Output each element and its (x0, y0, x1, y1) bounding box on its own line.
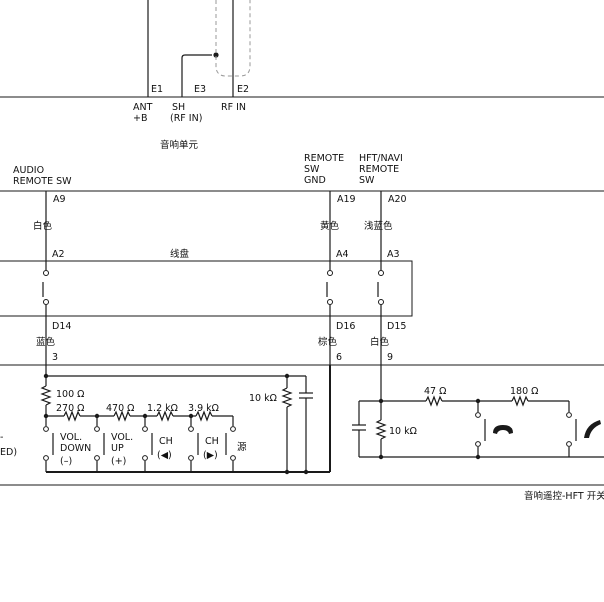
wire-color-brown: 棕色 (318, 336, 338, 348)
pin-d16: D16 (336, 321, 355, 332)
pin-a2: A2 (52, 249, 65, 260)
resistor-1k2-label: 1.2 kΩ (147, 403, 178, 414)
resistor-270-ohm (63, 410, 81, 422)
pin-a20: A20 (388, 194, 407, 205)
wire-color-white-2: 白色 (370, 336, 390, 348)
audio-remote-label-2: REMOTE SW (13, 176, 72, 187)
audio-switch-circuit: 100 Ω 270 Ω 470 Ω 1.2 kΩ 3.9 kΩ (0, 365, 331, 475)
remote-gnd-label-1: REMOTE (304, 153, 344, 164)
switch-ch-next-label-2: (▶) (203, 450, 218, 461)
hft-navi-label-1: HFT/NAVI (359, 153, 403, 164)
resistor-270-label: 270 Ω (56, 403, 84, 414)
left-edge-label-1: - (0, 432, 3, 443)
connector-pin-e2: E2 (237, 84, 249, 95)
hft-switch-circuit: 47 Ω 180 Ω 10 kΩ (352, 365, 604, 460)
connector-label-rf-in: RF IN (221, 102, 246, 113)
remote-gnd-label-2: SW (304, 164, 320, 175)
switch-pin-9: 9 (387, 352, 393, 363)
phone-hangup-icon (584, 420, 601, 438)
antenna-wiring (147, 0, 251, 97)
steering-switch-box: 音响遥控-HFT 开关 (0, 364, 604, 502)
switch-pin-3: 3 (52, 352, 58, 363)
audio-unit-title: 音响单元 (160, 139, 199, 151)
switch-vol-down-label-2: DOWN (60, 443, 91, 454)
remote-gnd-label-3: GND (304, 175, 326, 186)
resistor-10k-ohm (281, 387, 293, 408)
phone-pickup-icon (493, 425, 513, 434)
spiral-cable-title: 线盘 (170, 248, 190, 260)
hft-navi-label-2: REMOTE (359, 164, 399, 175)
wire-color-blue: 蓝色 (36, 336, 56, 348)
audio-unit-connectors: E1 E3 E2 ANT +B SH (RF IN) RF IN (133, 84, 249, 124)
connector-label-b: +B (133, 113, 147, 124)
hft-resistor-10k-ohm (375, 419, 387, 440)
resistor-470-ohm (113, 410, 131, 422)
resistor-470-label: 470 Ω (106, 403, 134, 414)
footer-label: 音响遥控-HFT 开关 (524, 490, 604, 502)
resistor-180-label: 180 Ω (510, 386, 538, 397)
switch-pin-6: 6 (336, 352, 342, 363)
connector-pin-e3: E3 (194, 84, 206, 95)
switch-ch-prev-label-2: (◀) (157, 450, 172, 461)
connector-pin-e1: E1 (151, 84, 163, 95)
pin-d15: D15 (387, 321, 406, 332)
wire-color-light-blue: 浅蓝色 (364, 220, 393, 232)
left-edge-label-2: ED) (0, 447, 17, 458)
switch-vol-up-label-2: UP (111, 443, 124, 454)
pin-a9: A9 (53, 194, 66, 205)
switch-ch-prev-label-1: CH (159, 436, 173, 447)
upper-wires: A9 A19 A20 白色 黄色 浅蓝色 A2 A4 A3 线盘 (33, 191, 407, 261)
resistor-10k-label: 10 kΩ (249, 393, 277, 404)
switch-vol-down-label-1: VOL. (60, 432, 82, 443)
spiral-cable-box (0, 260, 413, 317)
wire-color-yellow: 黄色 (320, 220, 340, 232)
pin-a4: A4 (336, 249, 349, 260)
resistor-100-ohm (40, 385, 52, 406)
connector-label-rf-in-sh: (RF IN) (170, 113, 202, 124)
resistor-3k9-label: 3.9 kΩ (188, 403, 219, 414)
resistor-47-ohm (425, 395, 443, 407)
audio-unit-box: 音响单元 AUDIO REMOTE SW REMOTE SW GND HFT/N… (0, 96, 604, 192)
pin-a3: A3 (387, 249, 400, 260)
switch-vol-down-label-3: (–) (60, 456, 72, 467)
resistor-47-label: 47 Ω (424, 386, 446, 397)
resistor-3k9-ohm (195, 410, 213, 422)
hft-navi-label-3: SW (359, 175, 375, 186)
resistor-180-ohm (511, 395, 529, 407)
pin-a19: A19 (337, 194, 356, 205)
connector-label-ant: ANT (133, 102, 153, 113)
switch-vol-up-label-3: (+) (111, 456, 126, 467)
pin-d14: D14 (52, 321, 71, 332)
resistor-1k2-ohm (156, 410, 174, 422)
hft-resistor-10k-label: 10 kΩ (389, 426, 417, 437)
switch-vol-up-label-1: VOL. (111, 432, 133, 443)
resistor-100-label: 100 Ω (56, 389, 84, 400)
switch-ch-next-label-1: CH (205, 436, 219, 447)
lower-wires: D14 D16 D15 蓝色 棕色 白色 3 6 9 (36, 316, 406, 365)
connector-label-sh: SH (172, 102, 185, 113)
audio-remote-label-1: AUDIO (13, 165, 44, 176)
wire-color-white: 白色 (33, 220, 53, 232)
switch-source-label: 源 (237, 442, 247, 453)
